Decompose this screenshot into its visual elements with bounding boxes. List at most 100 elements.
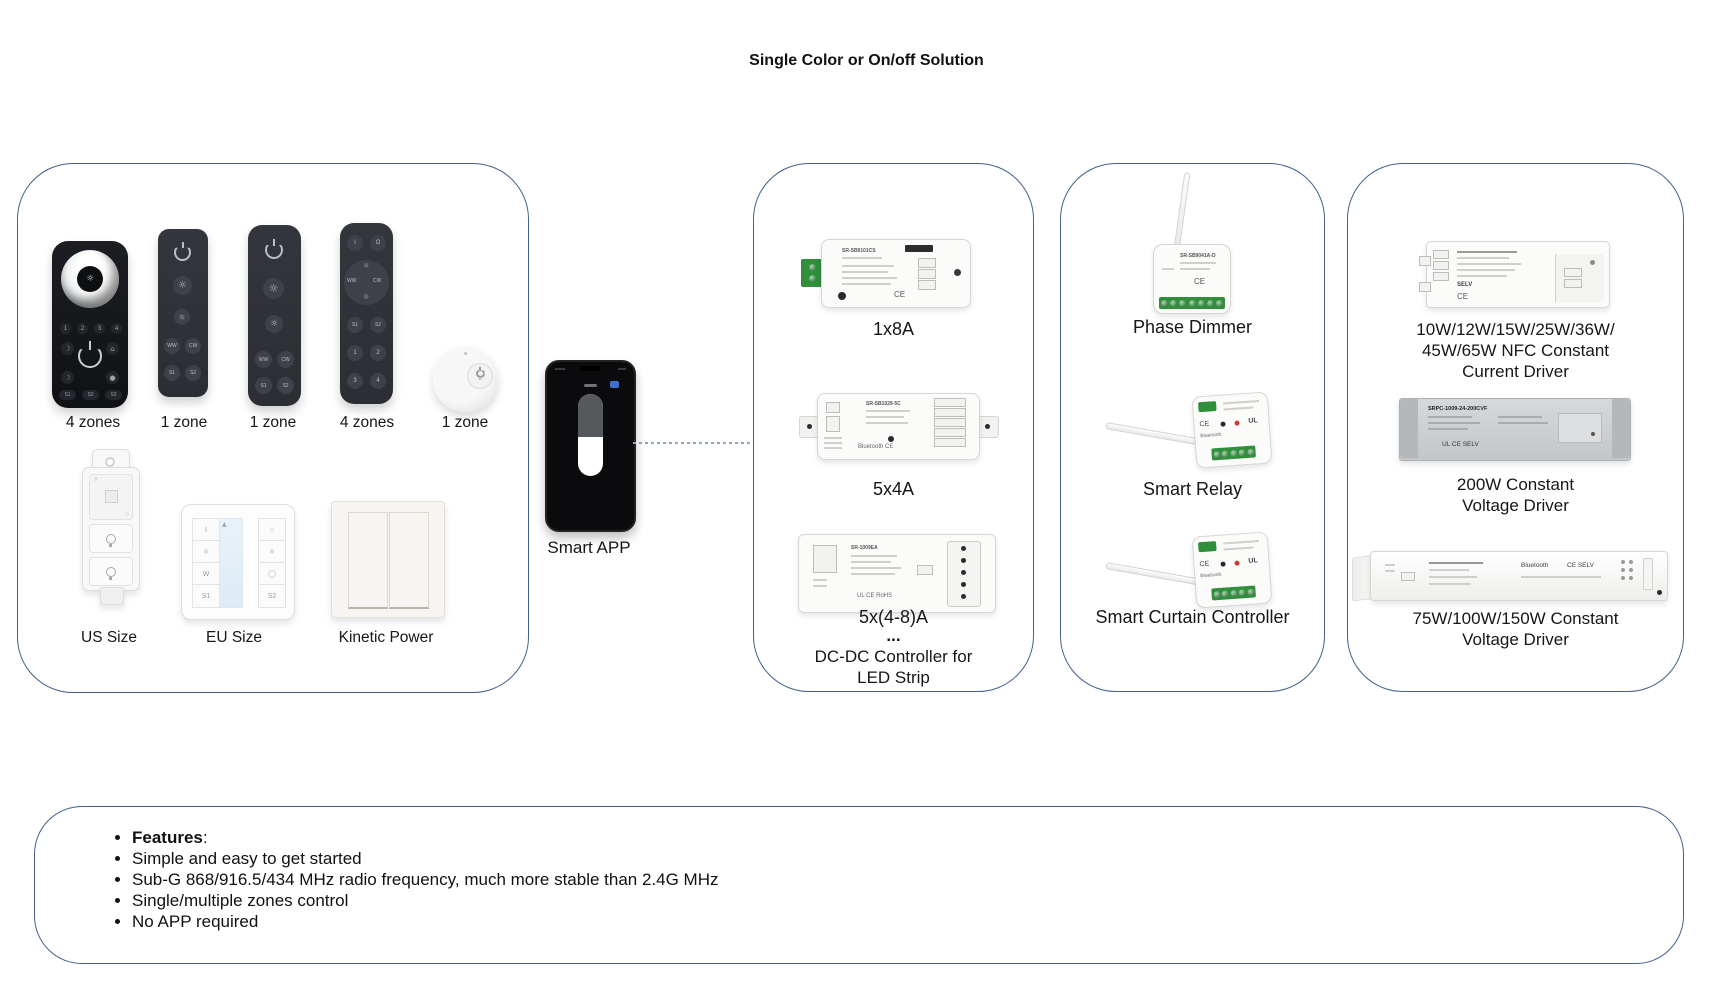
feature-item: Simple and easy to get started (113, 848, 1683, 869)
prog-button (888, 436, 894, 442)
moon-icon: ☽ (61, 342, 74, 355)
terminal-screw (1238, 448, 1246, 457)
in-wall-devices-panel: SR-SB9041A-D CE Phase Dimmer CE UL (1060, 163, 1325, 692)
fine-print (1428, 416, 1472, 418)
terminal-screw (961, 594, 966, 599)
terminal-screw (961, 570, 966, 575)
model-line (1457, 251, 1517, 253)
zone-button: 3 (94, 323, 105, 334)
scene-button: S3 (105, 390, 122, 400)
remote-4zone-pad-image: I O ☼ WW CW ☼ S1 S2 1 2 3 4 (340, 223, 393, 404)
model-text: SR-1009EA (851, 545, 878, 551)
end-cap (1400, 399, 1418, 458)
terminal-screw (808, 275, 816, 283)
zone-button: 4 (370, 373, 386, 389)
output-port (918, 280, 936, 290)
dimmer-body: SR-SB9041A-D CE (1153, 244, 1231, 314)
right-rocker (389, 512, 429, 609)
brightness-up-icon: ☼ (263, 278, 284, 299)
prog-button (1220, 561, 1226, 567)
terminal-dot (1621, 576, 1625, 580)
driver-label: Voltage Driver (1462, 630, 1569, 649)
bulb-icon (106, 533, 116, 547)
controllers-panel: SR-SB9101CS CE 1x8A (753, 163, 1034, 692)
warm-button: W (192, 562, 220, 586)
feature-item: Sub-G 868/916.5/434 MHz radio frequency,… (113, 869, 1683, 890)
wire-terminal (1419, 256, 1431, 266)
terminal-dot (1621, 568, 1625, 572)
fine-print (1180, 262, 1216, 264)
status-led (1234, 560, 1240, 566)
nfc-driver-image: SELV CE (1419, 241, 1610, 308)
terminal-screw (1229, 589, 1238, 597)
smart-app-phone-image (545, 360, 636, 532)
scene-button: S1 (164, 365, 180, 381)
brightness-star-icon: * (478, 375, 482, 385)
ce-mark: CE (1199, 560, 1210, 569)
warm-white-button: WW (255, 351, 272, 368)
output-port (1564, 268, 1582, 277)
fine-print (842, 277, 897, 279)
scene-button: S1 (192, 584, 220, 608)
driver-label: 45W/65W NFC Constant (1421, 341, 1610, 360)
terminal-dot (1621, 560, 1625, 564)
mounting-wing (977, 416, 999, 438)
output-port (918, 258, 936, 268)
output-port (918, 269, 936, 279)
remote-puck-image: * (433, 347, 498, 412)
cert-marks: UL CE SELV (1442, 441, 1479, 448)
remotes-panel: ☼ 1 2 3 4 ☽ ⌂ ☽ ● S1 S2 S3 ☼ ☼ WW CW S1 … (17, 163, 529, 693)
driver-label: Current Driver (1462, 362, 1569, 381)
page-title: Single Color or On/off Solution (749, 52, 984, 69)
eu-size-panel-image: ▲ I ☼ W S1 ○ ☼ ◯ S2 (181, 504, 295, 620)
circle-icon: ○ (124, 511, 129, 518)
fine-print (1223, 546, 1254, 551)
output-terminal (934, 398, 966, 407)
antenna-wire (1105, 422, 1200, 446)
output-terminal (934, 438, 966, 447)
output-terminal (934, 428, 966, 437)
model-text: SR-SB9041A-D (1180, 253, 1216, 259)
off-button: ○ (258, 518, 286, 542)
fine-print (824, 447, 842, 449)
terminal-screw (1221, 589, 1229, 598)
fine-print (1457, 257, 1509, 259)
terminal-dot (1629, 560, 1633, 564)
indicator-dot (1591, 432, 1595, 436)
wire-terminal (1419, 282, 1431, 292)
off-button: O (370, 235, 386, 251)
antenna-connector (1197, 541, 1217, 553)
smart-app-label: Smart APP (547, 538, 631, 557)
driver-label: 10W/12W/15W/25W/36W/ (1416, 320, 1615, 339)
zone-button: 2 (77, 323, 88, 334)
label-patch (1558, 413, 1602, 443)
end-terminal (1643, 558, 1653, 590)
us-remote-body: ☼ ○ (82, 467, 140, 591)
controller-body: SR-SB1029-5C Bluetooth CE (817, 393, 980, 460)
fine-print (1428, 422, 1480, 424)
connector (1433, 261, 1449, 270)
bracket-hole (105, 457, 115, 467)
bluetooth-mark: Bluetooth (1200, 571, 1222, 580)
app-menu-dash (584, 384, 597, 387)
connector (1433, 272, 1449, 281)
scene-button: S2 (258, 584, 286, 608)
fine-print (851, 561, 891, 563)
device-label: Smart Curtain Controller (1095, 607, 1290, 627)
prog-button (838, 292, 846, 300)
brightness-down-icon: ☼ (174, 309, 190, 325)
prog-button (1657, 590, 1662, 595)
zone-button: 4 (111, 323, 122, 334)
size-label: US Size (81, 629, 137, 646)
fine-print (1385, 570, 1395, 572)
scene-button: S1 (255, 377, 272, 394)
fine-print (851, 573, 895, 575)
brightness-icon: ☼ (258, 540, 286, 564)
cert-marks: Bluetooth CE (858, 444, 894, 450)
features-list: Features: Simple and easy to get started… (35, 807, 1683, 932)
model-text: SR-SB9101CS (842, 248, 876, 254)
warm-white-button: WW (347, 278, 357, 284)
fine-print (1429, 576, 1477, 578)
brightness-up-icon: ☼ (363, 262, 370, 270)
